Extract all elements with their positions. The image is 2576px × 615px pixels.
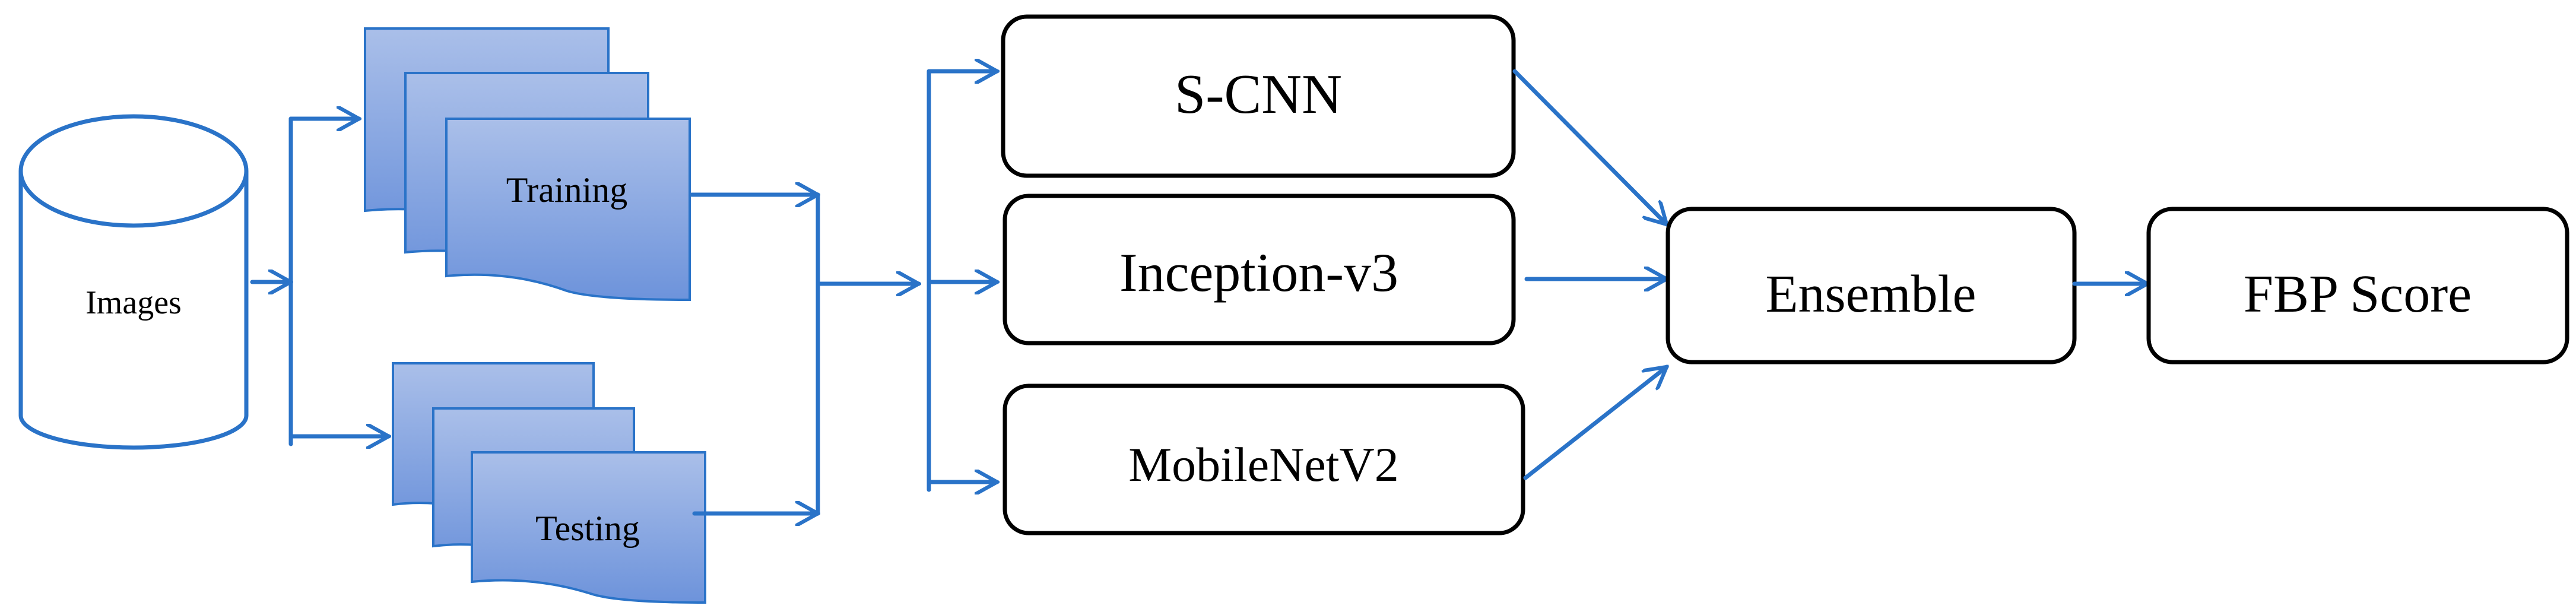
inception-label: Inception-v3: [1119, 242, 1398, 303]
inception-box: Inception-v3: [1003, 194, 1516, 345]
ensemble-box: Ensemble: [1665, 207, 2077, 364]
mobilenet-box: MobileNetV2: [1003, 383, 1525, 535]
fbp-score-label: FBP Score: [2244, 265, 2472, 324]
scnn-label: S-CNN: [1175, 64, 1342, 125]
arrow-scnn-to-ensemble: [1512, 69, 1667, 224]
fbp-score-box: FBP Score: [2146, 207, 2569, 364]
testing-label: Testing: [535, 509, 640, 548]
training-label: Training: [506, 170, 628, 210]
testing-document-stack: Testing: [392, 362, 706, 604]
scnn-box: S-CNN: [1001, 14, 1516, 178]
images-database: Images: [18, 114, 249, 450]
ensemble-label: Ensemble: [1766, 265, 1977, 324]
training-document-stack: Training: [364, 27, 691, 302]
images-label: Images: [85, 284, 182, 321]
mobilenet-label: MobileNetV2: [1128, 438, 1398, 492]
arrow-mobilenet-to-ensemble: [1523, 367, 1667, 480]
